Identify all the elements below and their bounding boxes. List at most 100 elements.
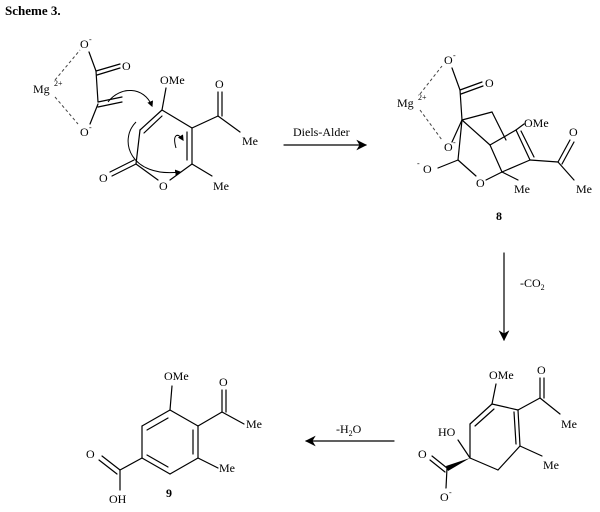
scheme-title: Scheme 3. (5, 3, 61, 18)
c8-mg-o-bottom-dash (419, 109, 443, 141)
c8-bond (457, 119, 463, 161)
int-bond (513, 411, 517, 445)
int-acetyl-o: O (537, 363, 546, 377)
compound-9-number: 9 (166, 486, 172, 500)
int-wedge-bond (446, 458, 470, 471)
c8-bond (451, 67, 461, 91)
c8-bond (491, 111, 507, 141)
compound-9: OMe O Me Me O OH (86, 369, 262, 506)
int-me: Me (543, 458, 559, 472)
c8-me: Me (514, 182, 530, 196)
int-carboxyl-o-minus-charge: - (449, 488, 452, 497)
c8-bond (451, 119, 463, 143)
c8-bond (461, 119, 491, 146)
start-o-carbonyl: O (122, 59, 131, 73)
c9-bond (141, 409, 171, 427)
h2o-subscript: 2 (349, 429, 353, 438)
c9-bond (98, 459, 118, 475)
c8-bond (437, 159, 459, 169)
c8-o-minus-left-charge: - (417, 159, 420, 168)
start-bond (95, 70, 99, 103)
c8-o-minus-bottom-charge: - (453, 138, 456, 147)
c8-bond (520, 130, 535, 158)
c8-bond (485, 171, 503, 181)
start-bond (143, 115, 163, 134)
start-mg-o-bottom-dash (54, 96, 79, 125)
reaction-label-decarboxylation: -CO2 (520, 276, 545, 292)
c8-o-minus-left: O (423, 162, 432, 176)
c8-bond (489, 144, 503, 173)
start-bond (161, 109, 193, 129)
c8-bond (460, 85, 484, 95)
start-bond (111, 163, 137, 177)
start-bond (89, 103, 99, 125)
start-acetyl-me: Me (242, 134, 258, 148)
c9-bond (101, 455, 121, 471)
c8-bond (461, 111, 493, 121)
start-bond (169, 163, 193, 181)
start-bond (96, 67, 121, 76)
c8-acetyl-me: Me (576, 182, 592, 196)
int-carboxyl-o-minus: O (440, 490, 449, 504)
int-bond (474, 408, 495, 427)
c9-acetyl-me: Me (246, 417, 262, 431)
int-acetyl-me: Me (561, 417, 577, 431)
c8-bond (457, 159, 477, 177)
c9-bond (169, 457, 199, 475)
int-bond (457, 439, 471, 459)
c8-bond (501, 171, 519, 181)
int-ho: HO (438, 425, 456, 439)
reaction-label-diels-alder: Diels-Alder (293, 125, 350, 139)
co2-subscript: 2 (541, 283, 545, 292)
c8-bond (561, 141, 575, 165)
c8-bond (501, 159, 531, 173)
c9-bond (221, 411, 245, 425)
start-ome: OMe (160, 73, 185, 87)
int-bond (491, 403, 519, 411)
start-material: Mg 2+ O - O - O O O OMe (33, 35, 258, 193)
c8-o-carbonyl: O (485, 76, 494, 90)
int-bond (431, 455, 448, 469)
h2o-prefix: -H (336, 422, 349, 436)
c9-bond (146, 454, 169, 468)
int-bond (469, 457, 499, 471)
c8-mg-o-top-dash (419, 65, 443, 95)
c9-ome: OMe (164, 369, 189, 383)
c9-oh: OH (109, 492, 127, 506)
c8-bond (515, 129, 531, 161)
c9-bond (119, 457, 143, 471)
compound-8-number: 8 (496, 209, 502, 223)
start-me: Me (213, 179, 229, 193)
c9-bond (169, 385, 173, 411)
start-o-minus-bottom-charge: - (89, 123, 92, 132)
int-bond (491, 383, 497, 405)
start-o-minus-bottom: O (80, 125, 89, 139)
start-bond (139, 109, 163, 131)
start-bond (161, 87, 167, 111)
c8-bond (557, 161, 575, 181)
compound-8: Mg 2+ O - O - O O - O OMe (397, 51, 592, 196)
c9-bond (146, 417, 169, 431)
int-bond (517, 409, 521, 447)
c9-bond (197, 411, 223, 427)
co2-prefix: -CO (520, 276, 541, 290)
int-ome: OMe (489, 368, 514, 382)
c8-bond (459, 89, 463, 121)
start-o-minus-top-charge: - (89, 35, 92, 44)
c9-acetyl-o: O (219, 375, 228, 389)
start-o-minus-top: O (80, 37, 89, 51)
start-bond (109, 159, 135, 173)
c8-bond (489, 129, 517, 146)
int-bond (429, 459, 446, 473)
start-bond (97, 101, 123, 108)
start-curly-arrow-1 (107, 90, 153, 108)
c8-bond (529, 159, 559, 163)
start-lactone-o: O (99, 171, 108, 185)
start-bond (191, 115, 219, 129)
c8-o-minus-bottom: O (444, 140, 453, 154)
c8-acetyl-o: O (569, 125, 578, 139)
start-bond (135, 129, 141, 165)
c8-bond (515, 123, 525, 131)
int-bond (519, 445, 543, 457)
